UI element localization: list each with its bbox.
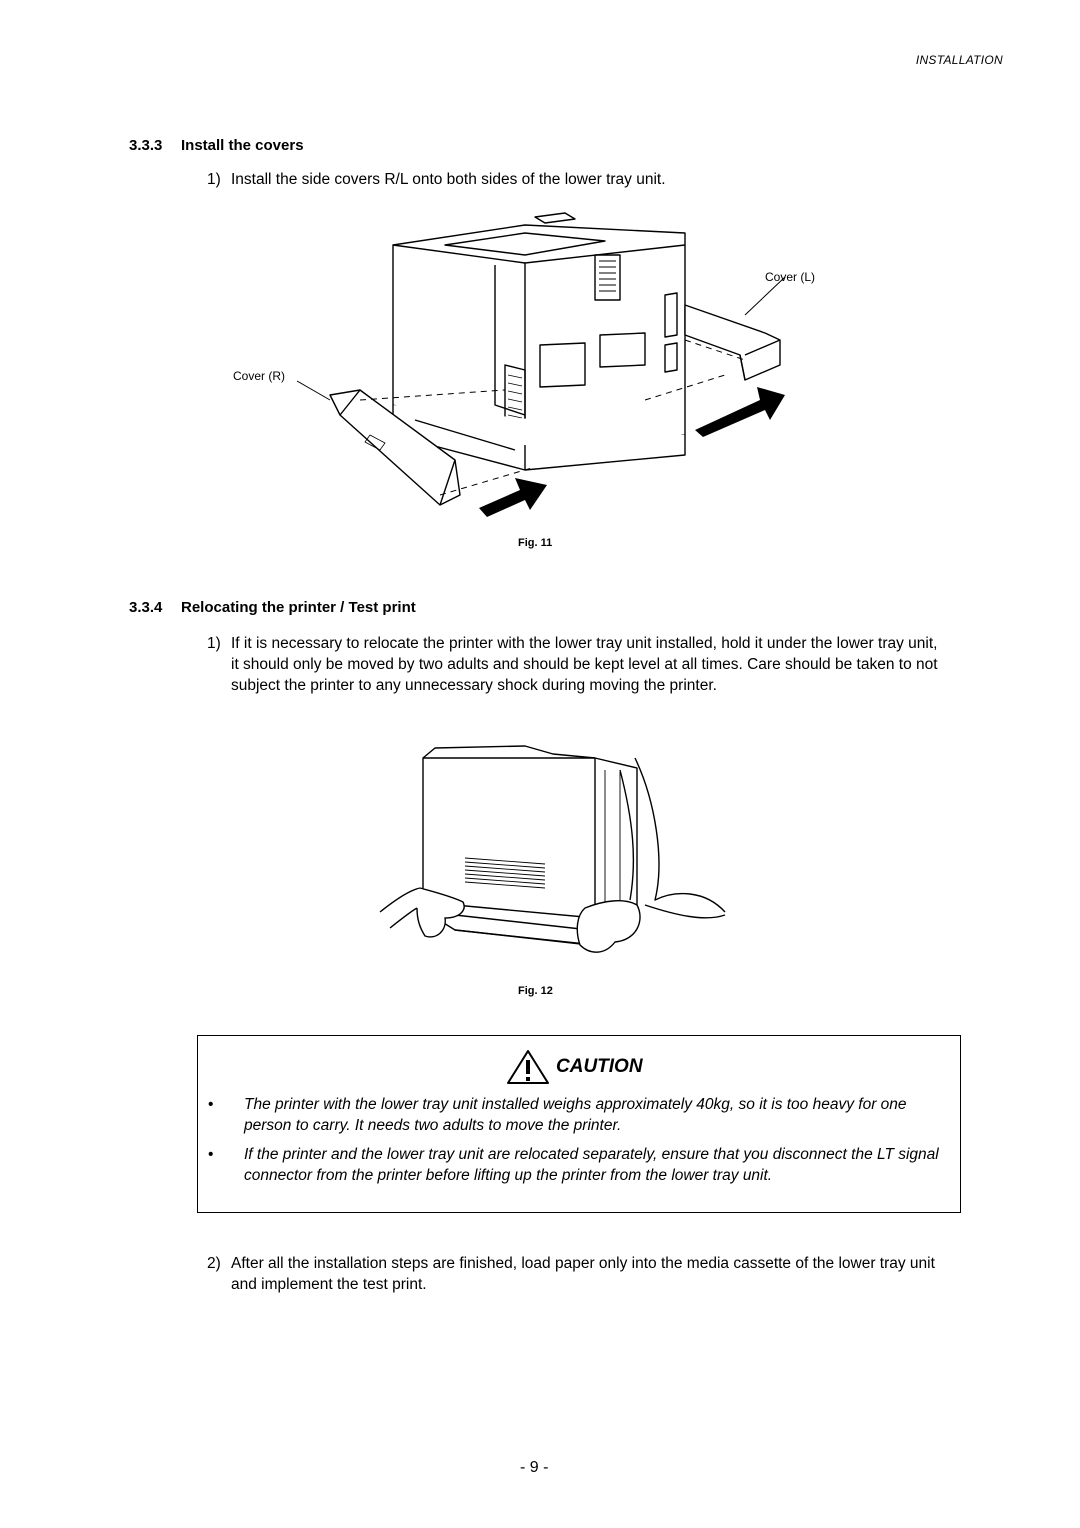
test-print-step-2: 2) After all the installation steps are … — [207, 1253, 947, 1295]
caution-item-text: If the printer and the lower tray unit a… — [244, 1146, 939, 1184]
section-title: Relocating the printer / Test print — [181, 599, 416, 616]
relocate-step-1: 1) If it is necessary to relocate the pr… — [207, 633, 947, 696]
bullet: • — [208, 1146, 214, 1163]
step-number: 2) — [207, 1255, 221, 1272]
step-text: Install the side covers R/L onto both si… — [231, 171, 666, 188]
caution-item-text: The printer with the lower tray unit ins… — [244, 1096, 907, 1134]
section-heading-relocating: 3.3.4 Relocating the printer / Test print — [129, 599, 416, 616]
figure-12-two-person-lift — [379, 745, 726, 953]
install-step-1: 1) Install the side covers R/L onto both… — [207, 169, 947, 190]
figure-11-caption: Fig. 11 — [518, 537, 553, 549]
callout-cover-l: Cover (L) — [765, 270, 815, 284]
section-number: 3.3.4 — [129, 599, 163, 616]
figure-11-cover-installation: Cover (L) Cover (R) — [233, 212, 815, 517]
caution-title: CAUTION — [556, 1056, 643, 1077]
running-header: INSTALLATION — [915, 53, 1003, 67]
section-number: 3.3.3 — [129, 137, 163, 154]
step-text: If it is necessary to relocate the print… — [231, 635, 938, 694]
callout-cover-r: Cover (R) — [233, 369, 285, 383]
warning-triangle-icon — [507, 1050, 549, 1084]
caution-box: CAUTION • The printer with the lower tra… — [197, 1035, 961, 1213]
caution-item: • If the printer and the lower tray unit… — [208, 1144, 948, 1186]
page-number: - 9 - — [520, 1459, 549, 1476]
step-number: 1) — [207, 635, 221, 652]
caution-item: • The printer with the lower tray unit i… — [208, 1094, 948, 1136]
section-title: Install the covers — [181, 137, 304, 154]
step-number: 1) — [207, 171, 221, 188]
bullet: • — [208, 1096, 214, 1113]
figure-12-caption: Fig. 12 — [518, 985, 553, 997]
step-text: After all the installation steps are fin… — [231, 1255, 935, 1293]
section-heading-install-covers: 3.3.3 Install the covers — [129, 137, 304, 154]
